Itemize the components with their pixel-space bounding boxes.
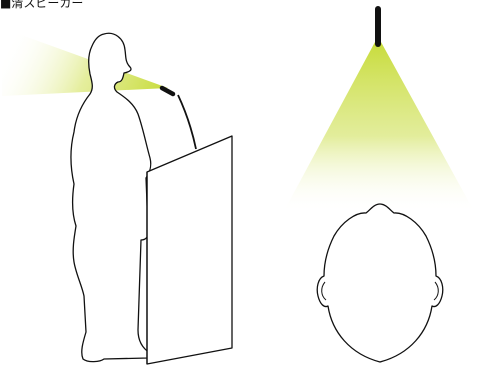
head-top-view: [317, 204, 443, 362]
right-sound-beam: [283, 42, 475, 213]
podium-top: [147, 136, 232, 364]
mic-stand: [178, 95, 196, 149]
caption-text: ■清スピーカー: [0, 0, 83, 11]
left-sound-beam: [2, 28, 168, 96]
microphone-icon: [162, 88, 173, 94]
caption: ■清スピーカー: [0, 0, 83, 11]
